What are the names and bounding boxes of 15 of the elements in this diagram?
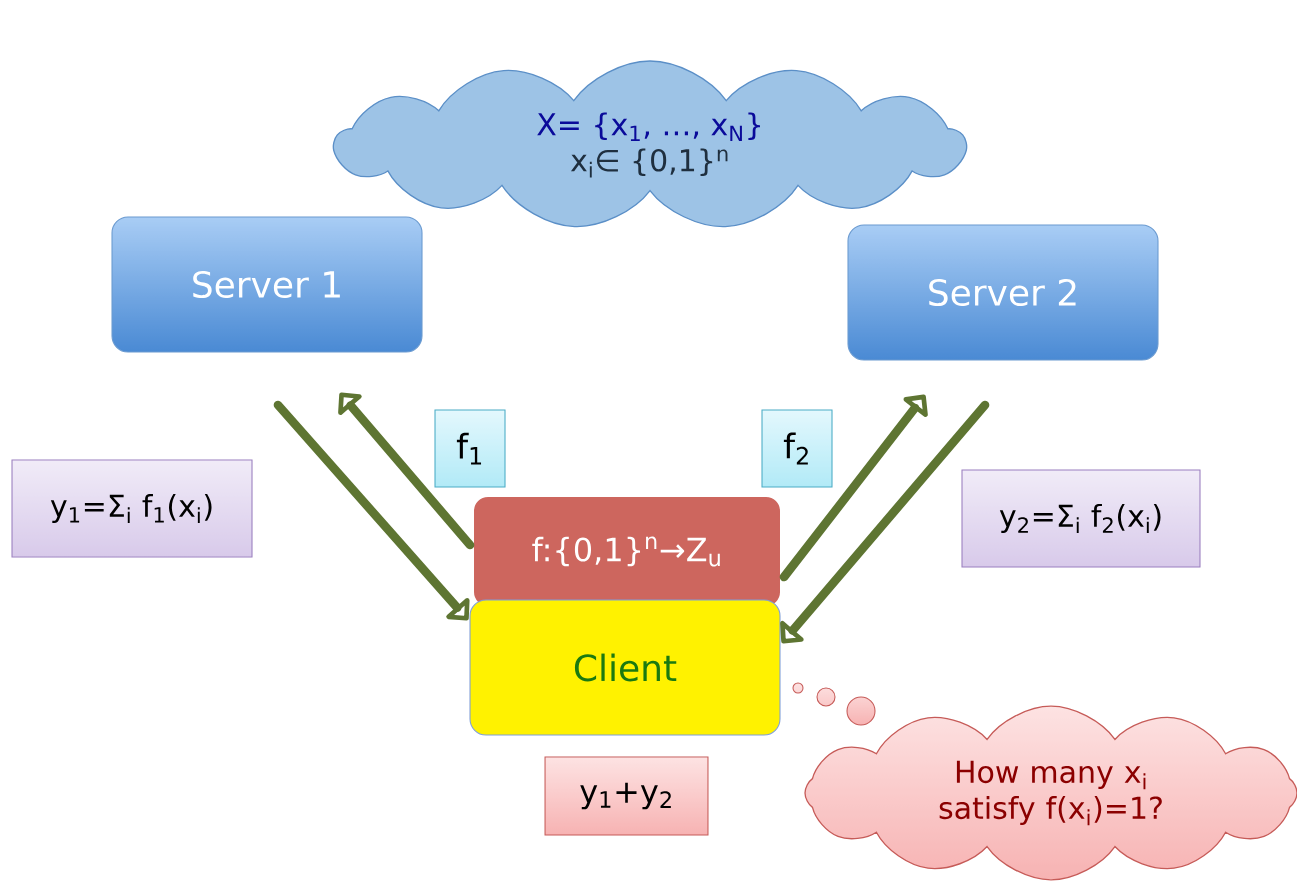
result-box: y$_{1}$+y$_{2}$	[544, 756, 709, 836]
query-box: f$_{2}$	[761, 409, 833, 488]
server-box: Server 1	[111, 216, 423, 353]
arrow	[779, 394, 928, 582]
data-cloud: X= {x$_{1}$, …, x$_{N}$} x$_{i}$∈ {0,1}$^{n}$	[332, 60, 968, 228]
arrow	[338, 392, 475, 550]
server-box: Server 2	[847, 224, 1159, 361]
query-box: f$_{1}$	[434, 409, 506, 488]
arrow	[273, 400, 470, 621]
client-box: Client	[469, 599, 781, 736]
thought-cloud: How many x$_{i}$ satisfy f(x$_{i}$)=1?	[804, 705, 1297, 881]
function-box: f:{0,1}$^{n}$→Z$_{u}$	[470, 492, 784, 611]
arrow	[780, 400, 990, 644]
sum-box: y$_{1}$=Σ$_{i}$ f$_{1}$(x$_{i}$)	[11, 459, 253, 558]
sum-box: y$_{2}$=Σ$_{i}$ f$_{2}$(x$_{i}$)	[961, 469, 1201, 568]
